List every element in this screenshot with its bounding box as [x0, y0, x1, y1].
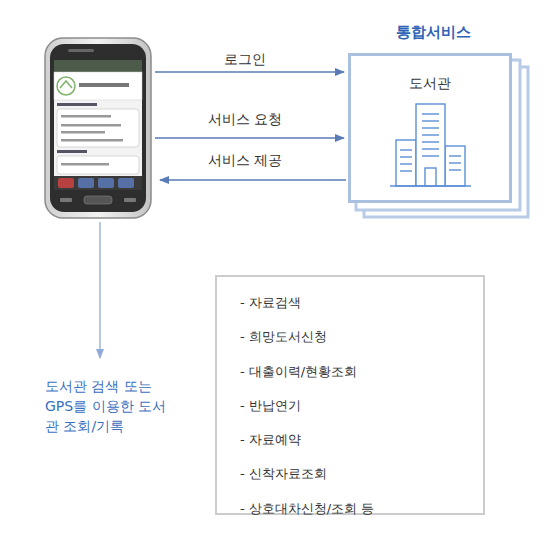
request-arrow — [155, 137, 344, 138]
down-arrow — [99, 222, 100, 358]
arrow-label: 로그인 — [195, 49, 295, 69]
login-arrow — [155, 71, 344, 72]
feature-list-box: - 자료검색- 희망도서신청- 대출이력/현황조회- 반납연기- 자료예약- 신… — [215, 275, 485, 515]
arrow-label: 서비스 제공 — [185, 150, 305, 170]
building-icon — [390, 104, 471, 186]
list-item: - 희망도서신청 — [240, 320, 483, 354]
list-item: - 대출이력/현황조회 — [240, 355, 483, 389]
phone-illustration — [45, 38, 151, 218]
group-heading: 통합서비스 — [331, 23, 535, 42]
box-title: 도서관 — [351, 75, 509, 93]
card-fill — [348, 53, 512, 203]
list-item: - 자료예약 — [240, 423, 483, 457]
note-text: 도서관 검색 또는 GPS를 이용한 도서관 조회/기록 — [45, 376, 173, 436]
service-box: 통합서비스도서관 — [348, 53, 512, 203]
list-item: - 신착자료조회 — [240, 457, 483, 491]
list-item: - 반납연기 — [240, 389, 483, 423]
arrow-label: 서비스 요청 — [185, 109, 305, 129]
response-arrow — [160, 179, 346, 180]
list-item: - 상호대차신청/조회 등 — [240, 492, 483, 526]
list-item: - 자료검색 — [240, 286, 483, 320]
